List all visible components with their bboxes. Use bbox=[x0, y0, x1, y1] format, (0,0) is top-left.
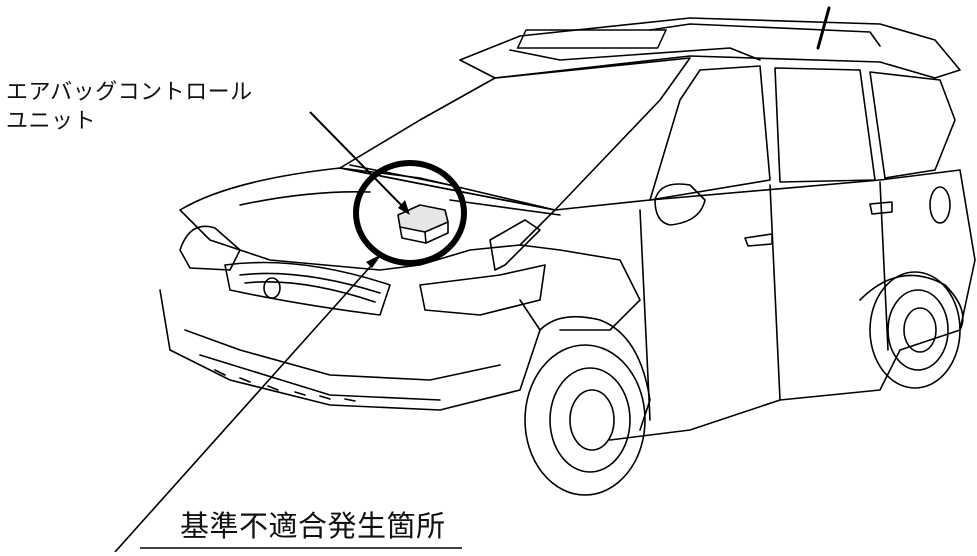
front-fender bbox=[519, 244, 641, 331]
side-mirror bbox=[654, 183, 706, 226]
roof bbox=[459, 17, 961, 79]
windshield bbox=[339, 57, 691, 211]
control-unit-icon bbox=[397, 204, 449, 244]
component-label-line1: エアバッグコントロール bbox=[6, 80, 253, 105]
defect-arrowhead bbox=[366, 254, 382, 268]
antenna bbox=[816, 6, 831, 50]
rear-rim bbox=[887, 289, 949, 371]
wiper-right bbox=[449, 199, 561, 216]
component-leader-line bbox=[309, 111, 409, 213]
defect-leader-line bbox=[114, 257, 379, 553]
component-label: エアバッグコントロール ユニット bbox=[6, 78, 253, 136]
front-wheel-arch bbox=[539, 315, 651, 431]
fender-vent bbox=[489, 219, 541, 271]
front-rim bbox=[549, 367, 631, 473]
highlight-circle bbox=[353, 160, 467, 266]
roof-rail-front bbox=[509, 47, 761, 61]
front-tire bbox=[524, 344, 646, 496]
door-handle-front bbox=[744, 233, 773, 247]
front-bumper bbox=[159, 289, 541, 411]
rear-door-glass bbox=[774, 67, 876, 183]
roof-rail-rear bbox=[649, 23, 881, 47]
wiper-left bbox=[349, 164, 451, 186]
door-handle-rear bbox=[869, 201, 893, 215]
component-label-line2: ユニット bbox=[6, 109, 97, 134]
sunroof bbox=[516, 29, 667, 49]
headlight-left bbox=[179, 225, 241, 271]
component-arrowhead bbox=[398, 200, 410, 215]
rear-tire bbox=[869, 271, 961, 389]
fuel-door bbox=[929, 186, 951, 224]
body-side bbox=[554, 169, 976, 441]
defect-location-label: 基準不適合発生箇所 bbox=[180, 509, 446, 543]
emblem bbox=[263, 277, 281, 299]
front-door-glass bbox=[649, 65, 771, 201]
headlight-right bbox=[419, 264, 546, 316]
quarter-glass bbox=[869, 71, 956, 179]
